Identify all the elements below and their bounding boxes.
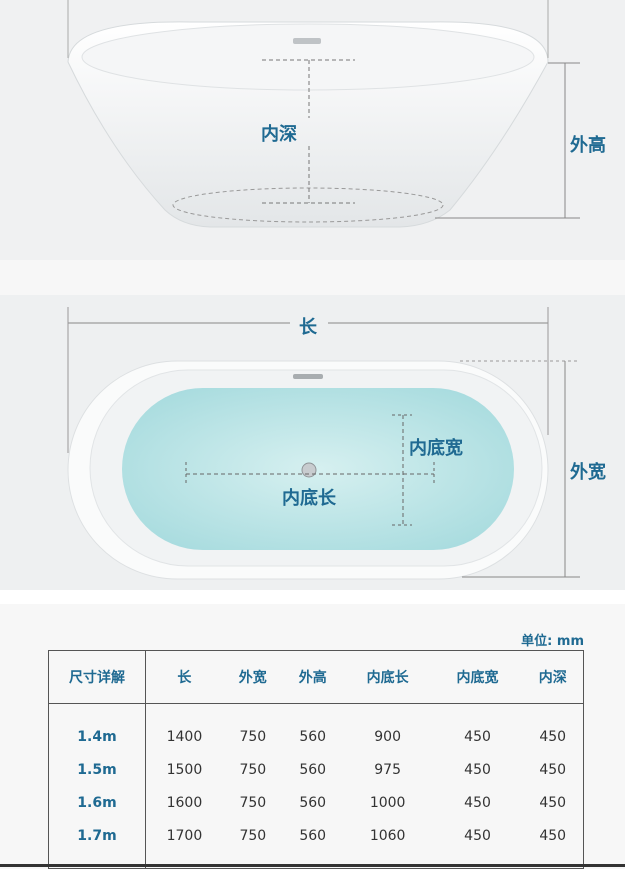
- overflow-drain-top: [293, 374, 323, 379]
- table-cell: 450: [464, 794, 491, 811]
- table-cell: 450: [464, 728, 491, 745]
- table-row: 1.6m 1600 750 560 1000 450 450: [48, 786, 584, 819]
- footer-divider: [0, 864, 625, 867]
- spec-panel: 单位: mm 尺寸详解 长 外宽 外高 内底长 内底宽 内深 1.4m 1400…: [0, 604, 625, 869]
- inner-depth-label: 内深: [261, 124, 297, 145]
- top-view-panel: 长 外宽 内底宽 内底长: [0, 295, 625, 590]
- table-cell: 750: [239, 827, 267, 844]
- table-cell: 975: [374, 761, 401, 778]
- table-cell: 450: [539, 728, 567, 745]
- table-cell: 1060: [369, 827, 406, 844]
- table-cell: 450: [539, 827, 567, 844]
- outer-height-label: 外高: [570, 135, 606, 156]
- table-cell: 560: [299, 728, 327, 745]
- table-cell: 450: [539, 794, 567, 811]
- bathtub-rim: [81, 23, 535, 91]
- unit-label: 单位: mm: [521, 634, 584, 649]
- table-cell: 750: [239, 728, 267, 745]
- side-view-drawing: [67, 0, 580, 228]
- top-view-drawing: [67, 307, 580, 580]
- table-row: 1.4m 1400 750 560 900 450 450: [48, 720, 584, 753]
- spec-table: 尺寸详解 长 外宽 外高 内底长 内底宽 内深 1.4m 1400 750 56…: [48, 650, 584, 869]
- drain-plug: [301, 462, 317, 478]
- size-cell: 1.7m: [48, 819, 146, 852]
- size-cell: 1.6m: [48, 786, 146, 819]
- bottom-outline: [172, 187, 444, 223]
- section-gap: [0, 590, 625, 604]
- table-cell: 750: [239, 794, 267, 811]
- overflow-drain: [293, 38, 321, 44]
- table-cell: 560: [299, 827, 327, 844]
- header-size: 尺寸详解: [48, 650, 146, 704]
- table-cell: 1400: [166, 728, 203, 745]
- table-cell: 1500: [166, 761, 203, 778]
- header-inner-bottom-length: 内底长: [342, 650, 433, 704]
- table-cell: 900: [374, 728, 401, 745]
- table-cell: 1600: [166, 794, 203, 811]
- table-cell: 450: [464, 761, 491, 778]
- table-row: 1.7m 1700 750 560 1060 450 450: [48, 819, 584, 852]
- header-outer-width: 外宽: [222, 650, 283, 704]
- table-cell: 560: [299, 761, 327, 778]
- table-row: 1.5m 1500 750 560 975 450 450: [48, 753, 584, 786]
- table-cell: 1700: [166, 827, 203, 844]
- table-cell: 450: [539, 761, 567, 778]
- table-cell: 1000: [369, 794, 406, 811]
- table-header-row: 尺寸详解 长 外宽 外高 内底长 内底宽 内深: [48, 650, 584, 704]
- header-inner-depth: 内深: [522, 650, 584, 704]
- size-cell: 1.5m: [48, 753, 146, 786]
- size-cell: 1.4m: [48, 720, 146, 753]
- outer-width-label: 外宽: [570, 462, 606, 483]
- table-cell: 560: [299, 794, 327, 811]
- header-outer-height: 外高: [282, 650, 343, 704]
- table-cell: 450: [464, 827, 491, 844]
- section-gap: [0, 260, 625, 295]
- header-length: 长: [145, 650, 223, 704]
- header-inner-bottom-width: 内底宽: [432, 650, 523, 704]
- length-label: 长: [299, 317, 317, 338]
- water-area: [122, 388, 514, 550]
- inner-bottom-length-label: 内底长: [282, 488, 336, 509]
- inner-bottom-width-label: 内底宽: [409, 438, 463, 459]
- side-view-panel: 内深 外高: [0, 0, 625, 260]
- table-cell: 750: [239, 761, 267, 778]
